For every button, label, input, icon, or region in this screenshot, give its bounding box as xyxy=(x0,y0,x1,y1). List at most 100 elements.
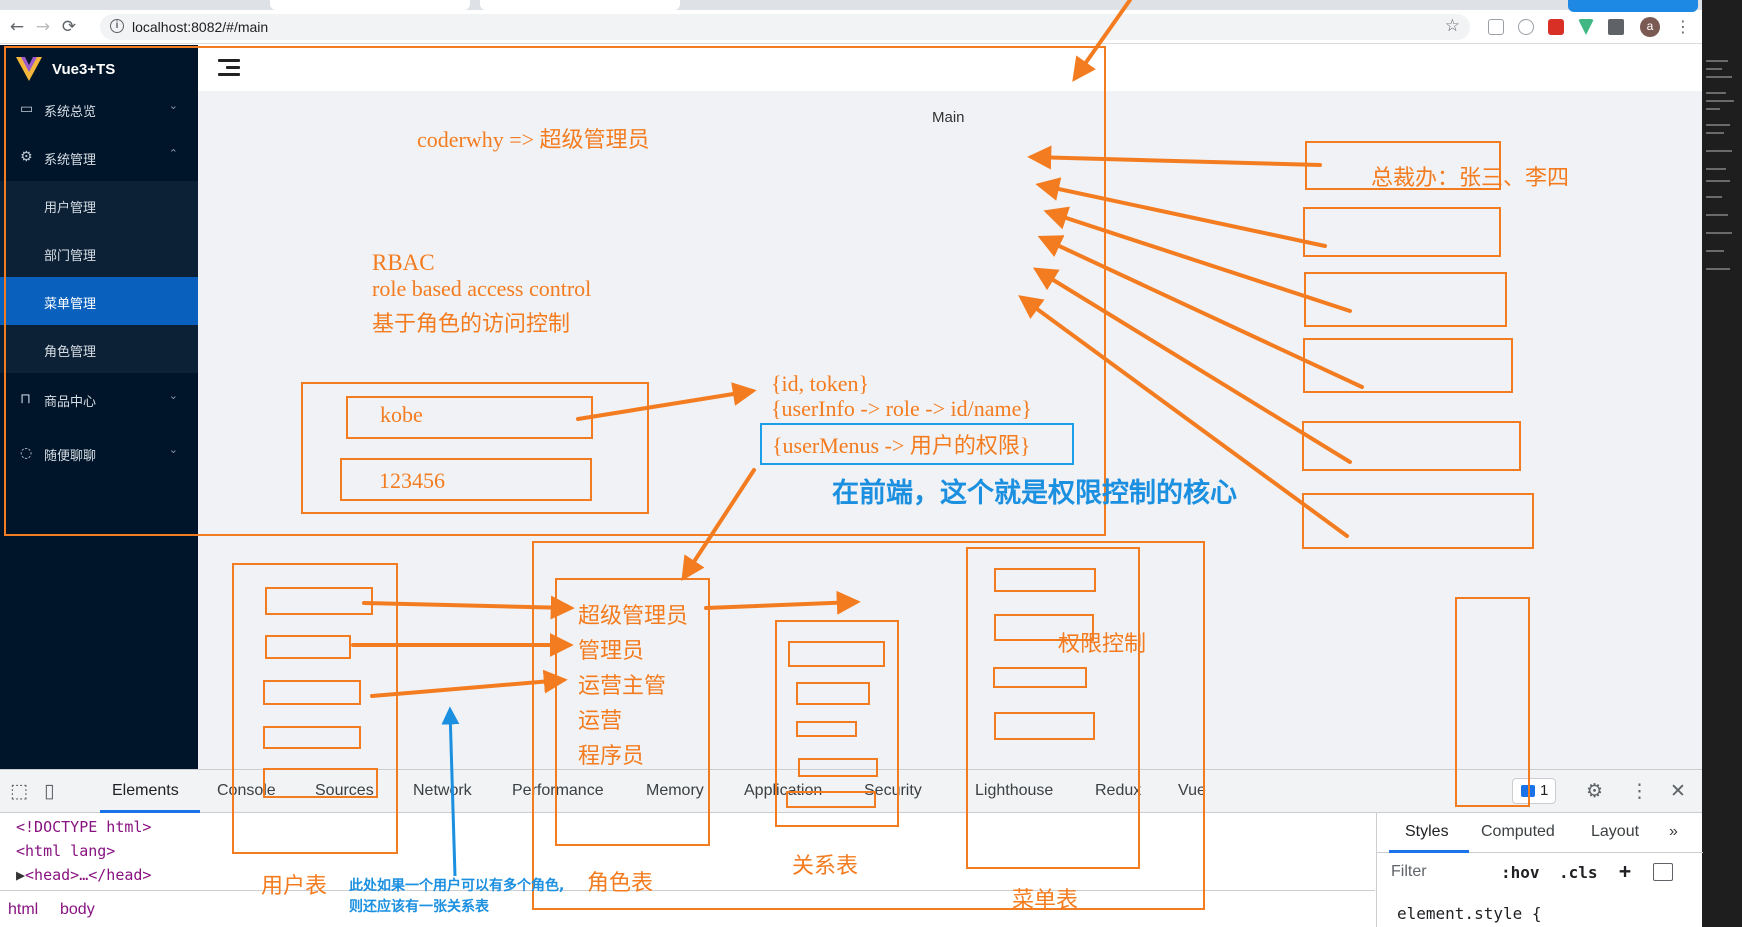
menu-item-system[interactable]: ⚙ 系统管理 ⌃ xyxy=(0,133,198,181)
address-url[interactable]: localhost:8082/#/main xyxy=(132,19,269,35)
menu-item-overview[interactable]: ▭ 系统总览 ⌄ xyxy=(0,85,198,133)
tab-redux[interactable]: Redux xyxy=(1095,782,1142,799)
add-rule-button[interactable]: + xyxy=(1619,859,1632,883)
crumb-html[interactable]: html xyxy=(8,901,39,918)
chevron-down-icon: ⌄ xyxy=(168,389,178,402)
annotation-box-right-6 xyxy=(1302,493,1534,549)
annotation-row xyxy=(994,614,1094,641)
tab-computed[interactable]: Computed xyxy=(1481,823,1555,840)
floating-toolbar[interactable] xyxy=(1568,0,1698,12)
vue-logo-icon xyxy=(16,57,42,81)
more-options-icon[interactable]: ⋮ xyxy=(1630,780,1649,802)
main-label: Main xyxy=(932,109,965,126)
tab-vue[interactable]: Vue xyxy=(1178,782,1206,799)
annotation-row xyxy=(265,635,351,659)
menu-item-label: 系统总览 xyxy=(44,104,97,119)
element-style-rule[interactable]: element.style { xyxy=(1397,904,1542,923)
submenu-item-departments[interactable]: 部门管理 xyxy=(0,229,198,277)
back-icon[interactable]: ← xyxy=(9,17,25,37)
tab-performance[interactable]: Performance xyxy=(512,782,604,799)
editor-minimap xyxy=(1702,0,1742,927)
logo[interactable]: Vue3+TS xyxy=(16,55,196,85)
annotation-row xyxy=(263,768,378,798)
annotation-row xyxy=(798,758,878,777)
submenu-item-roles[interactable]: 角色管理 xyxy=(0,325,198,373)
tab-lighthouse[interactable]: Lighthouse xyxy=(975,782,1054,799)
profile-avatar[interactable]: a xyxy=(1640,17,1660,37)
toggle-sidebar-icon[interactable] xyxy=(1653,863,1673,881)
submenu-item-label: 角色管理 xyxy=(44,344,97,359)
reload-icon[interactable]: ⟳ xyxy=(61,17,77,37)
devtools-panel: ⬚ ▯ Elements Console Sources Network Per… xyxy=(0,769,1703,927)
code-html[interactable]: <html lang> xyxy=(16,842,116,860)
extension-icon[interactable] xyxy=(1548,19,1564,35)
device-toolbar-icon[interactable]: ▯ xyxy=(44,780,55,802)
gear-icon: ⚙ xyxy=(20,149,33,165)
code-head-text: <head>…</head> xyxy=(25,866,152,884)
site-info-icon[interactable]: i xyxy=(110,19,124,33)
annotation-box-relation-table xyxy=(775,620,899,827)
app-header xyxy=(198,45,1702,91)
tab-console[interactable]: Console xyxy=(217,782,276,799)
tab-application[interactable]: Application xyxy=(744,782,823,799)
issues-badge[interactable]: 1 xyxy=(1512,778,1556,804)
gear-icon[interactable]: ⚙ xyxy=(1586,780,1604,802)
forward-icon[interactable]: → xyxy=(35,17,51,37)
tab-styles[interactable]: Styles xyxy=(1405,823,1449,840)
tab-sources[interactable]: Sources xyxy=(315,782,374,799)
annotation-note-line1: 此处如果一个用户可以有多个角色, xyxy=(349,878,565,894)
tab-network[interactable]: Network xyxy=(413,782,472,799)
annotation-rbac-full: role based access control xyxy=(372,276,592,301)
tab-layout[interactable]: Layout xyxy=(1591,823,1640,840)
annotation-box-right-7 xyxy=(1455,597,1530,807)
annotation-relation-table: 关系表 xyxy=(792,854,859,879)
cls-toggle[interactable]: .cls xyxy=(1559,863,1598,882)
browser-tab[interactable] xyxy=(480,0,680,10)
menu-item-chat[interactable]: ◌ 随便聊聊 ⌄ xyxy=(0,429,198,477)
chat-icon: ◌ xyxy=(20,445,33,461)
browser-toolbar: ← → ⟳ i localhost:8082/#/main ☆ a ⋮ xyxy=(0,10,1702,44)
menu-item-label: 系统管理 xyxy=(44,152,97,167)
browser-tab[interactable] xyxy=(270,0,470,10)
annotation-row xyxy=(796,682,870,705)
annotation-username: kobe xyxy=(380,402,423,427)
tab-elements[interactable]: Elements xyxy=(112,782,179,799)
crumb-body[interactable]: body xyxy=(60,901,95,918)
annotation-role-1: 超级管理员 xyxy=(578,604,689,629)
sidebar: Vue3+TS ▭ 系统总览 ⌄ ⚙ 系统管理 ⌃ 用户管理 部门管理 菜单管理… xyxy=(0,45,198,769)
code-doctype[interactable]: <!DOCTYPE html> xyxy=(16,818,152,836)
tab-security[interactable]: Security xyxy=(864,782,922,799)
submenu-item-users[interactable]: 用户管理 xyxy=(0,181,198,229)
submenu-item-label: 部门管理 xyxy=(44,248,97,263)
annotation-rbac: RBAC xyxy=(372,250,435,275)
bookmark-star-icon[interactable]: ☆ xyxy=(1444,16,1460,36)
devtools-tab-bar: ⬚ ▯ Elements Console Sources Network Per… xyxy=(0,770,1702,813)
more-tabs-icon[interactable]: » xyxy=(1669,823,1678,840)
browser-menu-icon[interactable]: ⋮ xyxy=(1675,17,1691,36)
menu-fold-icon[interactable] xyxy=(218,59,240,77)
annotation-menu-table: 菜单表 xyxy=(1012,888,1079,913)
annotation-role-5: 程序员 xyxy=(578,744,645,769)
code-head[interactable]: ▶<head>…</head> xyxy=(16,866,152,884)
menu-item-label: 商品中心 xyxy=(44,394,97,409)
extension-icon[interactable] xyxy=(1488,19,1504,35)
vue-devtools-icon[interactable] xyxy=(1578,19,1594,35)
extension-icon[interactable] xyxy=(1518,19,1534,35)
annotation-row xyxy=(994,568,1096,592)
chevron-down-icon: ⌄ xyxy=(168,443,178,456)
close-icon[interactable]: ✕ xyxy=(1670,780,1686,802)
tab-memory[interactable]: Memory xyxy=(646,782,704,799)
puzzle-icon[interactable] xyxy=(1608,19,1624,35)
submenu-item-label: 用户管理 xyxy=(44,200,97,215)
inspect-element-icon[interactable]: ⬚ xyxy=(10,780,28,802)
logo-text: Vue3+TS xyxy=(52,61,116,78)
address-bar[interactable]: i localhost:8082/#/main ☆ xyxy=(100,14,1470,40)
submenu-item-menus[interactable]: 菜单管理 xyxy=(0,277,198,325)
main-content xyxy=(198,91,1702,769)
hov-toggle[interactable]: :hov xyxy=(1501,863,1540,882)
menu-item-products[interactable]: ⊓ 商品中心 ⌄ xyxy=(0,375,198,423)
bag-icon: ⊓ xyxy=(20,391,31,407)
styles-filter-input[interactable]: Filter xyxy=(1391,863,1427,880)
annotation-coderwhy: coderwhy => 超级管理员 xyxy=(417,127,650,152)
